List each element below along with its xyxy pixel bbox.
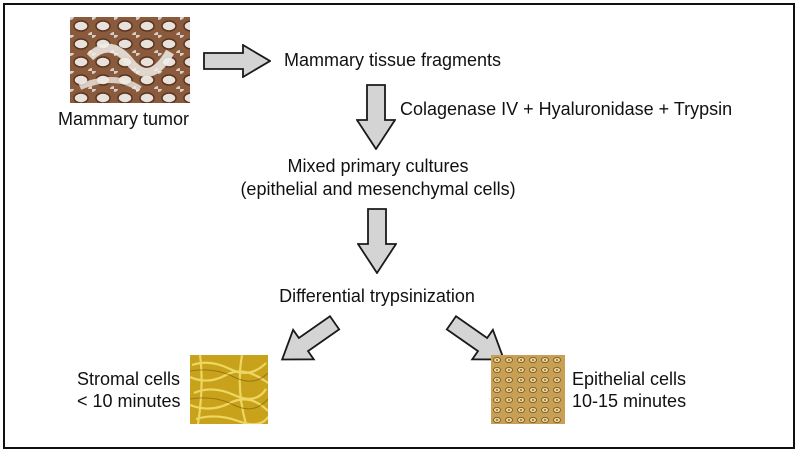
enzymes-label: Colagenase IV + Hyaluronidase + Trypsin	[400, 99, 733, 119]
block-arrow-icon	[356, 84, 396, 150]
differential-trypsinization-label: Differential trypsinization	[279, 286, 475, 306]
epithelial-cells-label: Epithelial cells	[572, 369, 687, 389]
block-arrow-icon	[272, 310, 348, 370]
stromal-culture-image	[190, 355, 268, 424]
mixed-cultures-label: Mixed primary cultures	[287, 156, 469, 176]
block-arrow-icon	[357, 208, 397, 274]
mammary-tumor-label: Mammary tumor	[58, 109, 190, 129]
block-arrow-icon	[203, 44, 271, 78]
tissue-fragments-label: Mammary tissue fragments	[284, 50, 502, 70]
mammary-tumor-image	[70, 17, 190, 103]
mixed-cultures-sublabel: (epithelial and mesenchymal cells)	[240, 179, 516, 199]
stromal-time-label: < 10 minutes	[77, 391, 181, 411]
stromal-cells-label: Stromal cells	[77, 369, 181, 389]
epithelial-time-label: 10-15 minutes	[572, 391, 687, 411]
block-arrow-icon	[438, 310, 514, 370]
epithelial-culture-image	[491, 355, 565, 424]
